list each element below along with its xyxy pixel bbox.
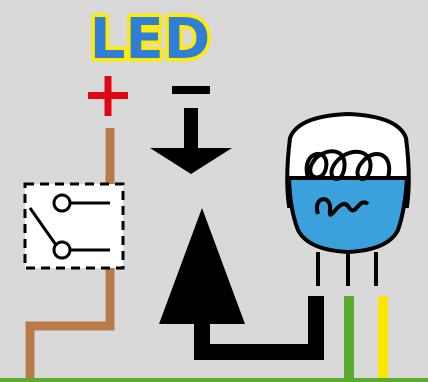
switch-icon bbox=[23, 182, 125, 270]
green-wire bbox=[344, 296, 354, 382]
plus-icon bbox=[88, 76, 128, 116]
bottom-strip bbox=[0, 378, 428, 382]
arrow-down-icon bbox=[150, 108, 232, 174]
led-title: LED bbox=[90, 7, 210, 72]
minus-icon bbox=[172, 86, 210, 94]
yellow-wire bbox=[378, 296, 388, 382]
brown-wire bbox=[25, 128, 115, 382]
arrow-up-icon bbox=[159, 208, 324, 360]
bulb-icon bbox=[285, 111, 411, 286]
